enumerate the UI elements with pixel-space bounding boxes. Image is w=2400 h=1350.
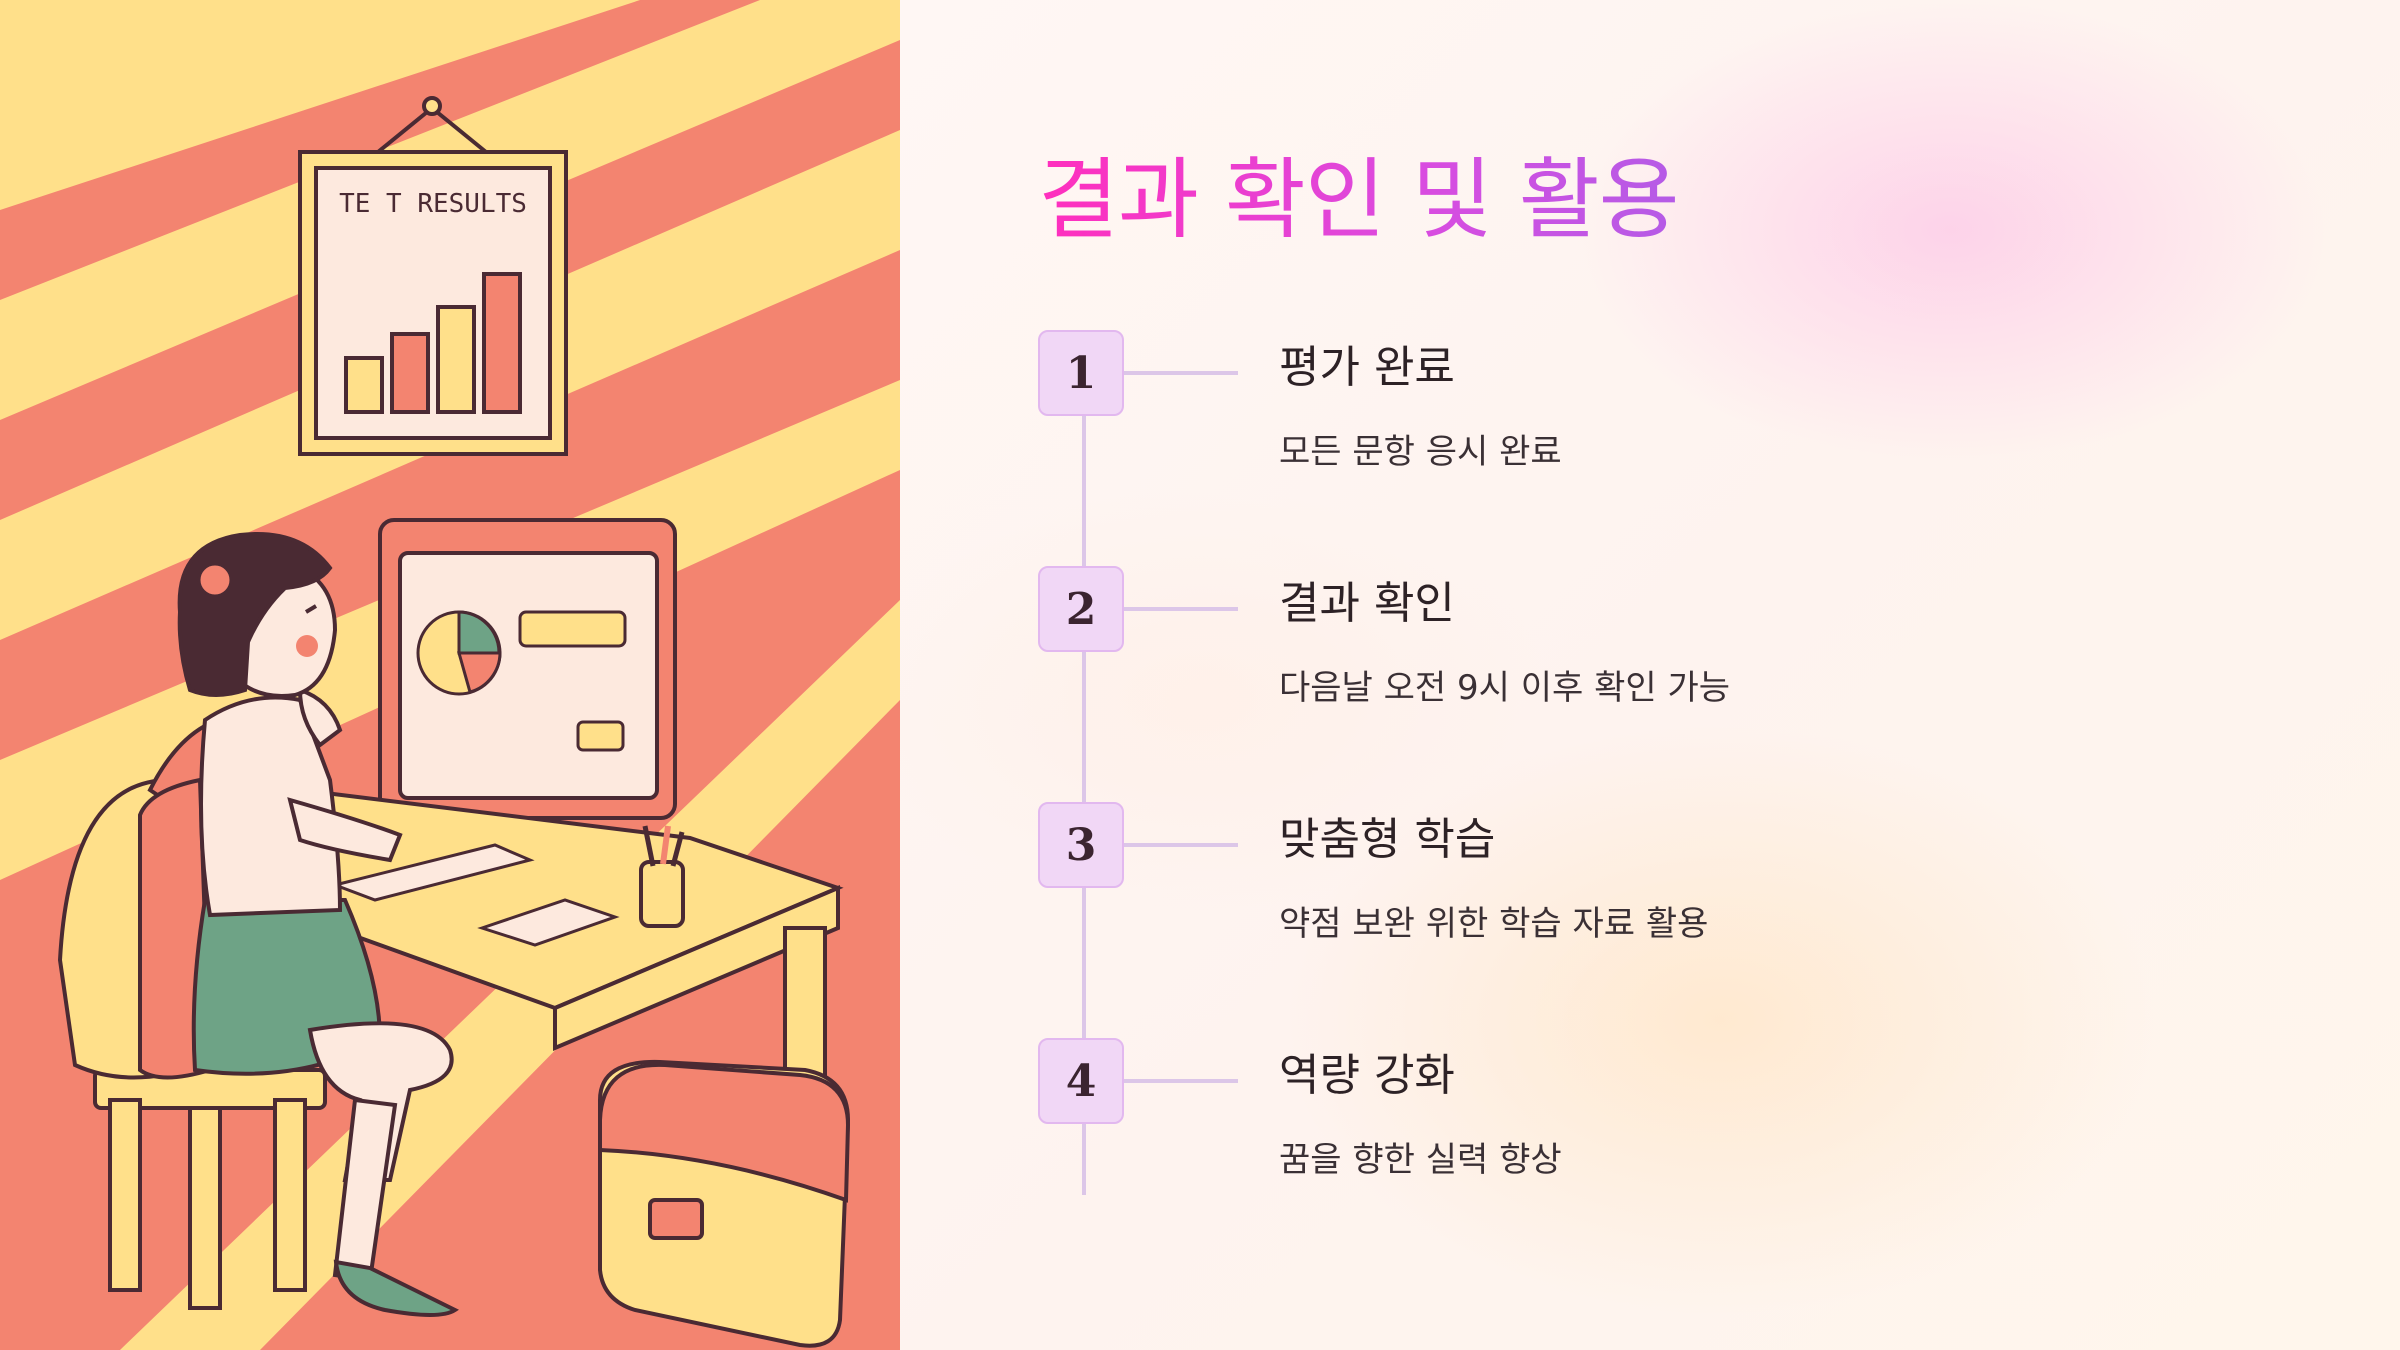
page-title: 결과 확인 및 활용 xyxy=(1038,140,1680,260)
step-title: 결과 확인 xyxy=(1279,578,1455,629)
computer-monitor xyxy=(378,518,677,837)
step-description: 모든 문항 응시 완료 xyxy=(1279,432,1562,472)
step-connector xyxy=(1124,843,1238,847)
step-description: 약점 보완 위한 학습 자료 활용 xyxy=(1279,904,1709,944)
step-number-badge: 3 xyxy=(1038,802,1124,888)
step-connector xyxy=(1124,607,1238,611)
step-connector xyxy=(1124,371,1238,375)
poster-bar xyxy=(344,356,384,414)
poster-bar xyxy=(390,332,430,414)
step-connector xyxy=(1124,1079,1238,1083)
poster-bar xyxy=(436,305,476,414)
step-title: 평가 완료 xyxy=(1279,342,1455,393)
step-number-badge: 1 xyxy=(1038,330,1124,416)
step-title: 맞춤형 학습 xyxy=(1279,814,1496,865)
step-number-badge: 4 xyxy=(1038,1038,1124,1124)
timeline-step-1: 1 평가 완료 모든 문항 응시 완료 xyxy=(1038,330,2338,530)
poster-bar xyxy=(482,272,522,414)
results-poster: TE T RESULTS xyxy=(298,96,568,456)
step-description: 꿈을 향한 실력 향상 xyxy=(1279,1140,1562,1180)
timeline-step-4: 4 역량 강화 꿈을 향한 실력 향상 xyxy=(1038,1038,2338,1238)
student-at-computer-illustration: TE T RESULTS xyxy=(0,0,900,1350)
timeline-step-3: 3 맞춤형 학습 약점 보완 위한 학습 자료 활용 xyxy=(1038,802,2338,1002)
timeline-step-2: 2 결과 확인 다음날 오전 9시 이후 확인 가능 xyxy=(1038,566,2338,766)
illustration-panel: TE T RESULTS xyxy=(0,0,900,1350)
poster-title: TE T RESULTS xyxy=(339,189,527,219)
step-description: 다음날 오전 9시 이후 확인 가능 xyxy=(1279,668,1731,708)
content-panel: 결과 확인 및 활용 1 평가 완료 모든 문항 응시 완료 2 결과 확인 다… xyxy=(900,0,2400,1350)
timeline-line xyxy=(1082,380,1086,1195)
backpack xyxy=(598,1059,851,1348)
step-number-badge: 2 xyxy=(1038,566,1124,652)
step-title: 역량 강화 xyxy=(1279,1050,1455,1101)
student xyxy=(57,532,459,1317)
